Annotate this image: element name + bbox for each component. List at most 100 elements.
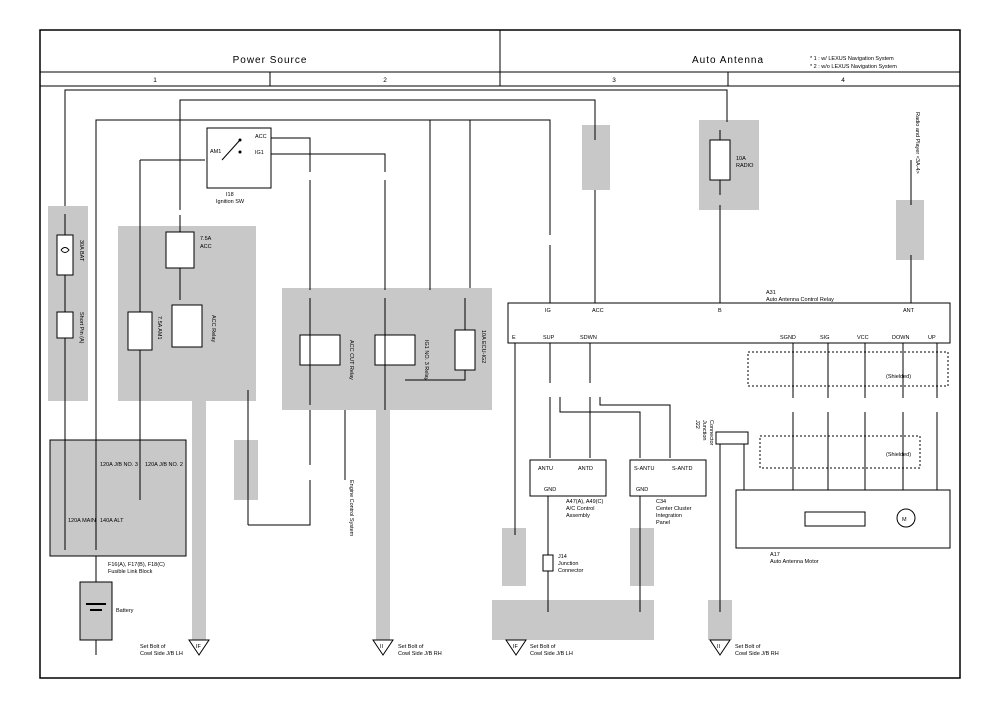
fuse-am1-label: 7.5A AM1 <box>156 316 162 340</box>
c34-name3: Panel <box>656 520 670 526</box>
note-1: * 1 : w/ LEXUS Navigation System <box>810 56 894 62</box>
ground-lh-line2: Cowl Side J/B LH <box>140 651 183 657</box>
fuse-ecu-ig2-label: 10A ECU-IG2 <box>480 330 486 363</box>
a31-pin-sgnd: SGND <box>780 335 796 341</box>
fusible-main: 120A MAIN <box>68 518 96 524</box>
a17-name: Auto Antenna Motor <box>770 559 819 565</box>
antenna-sensor <box>804 511 866 527</box>
jb-box-6b <box>234 440 258 500</box>
ground-if-left <box>188 639 210 656</box>
ig1-relay-label: IG1 NO. 3 Relay <box>423 340 429 381</box>
ignition-sw-name: Ignition SW <box>216 199 245 205</box>
acc-relay-label: ACC Relay <box>210 315 216 342</box>
fusible-block-code: F16(A), F17(B), F18(C) <box>108 562 165 568</box>
pin-acc-sw: ACC <box>255 134 267 140</box>
fuse-radio-value: 10A <box>736 156 746 162</box>
ground-if-right-label: IF <box>513 644 519 650</box>
c34-pin-s-antd: S-ANTD <box>672 466 693 472</box>
ig1-relay <box>374 334 416 366</box>
jb-box-4d <box>582 125 610 190</box>
note-2: * 2 : w/o LEXUS Navigation System <box>810 64 897 70</box>
short-pin <box>56 311 74 339</box>
jb-box-bottom <box>492 600 654 640</box>
a47-pin-antu: ANTU <box>538 466 553 472</box>
ground-rh2-line2: Cowl Side J/B RH <box>735 651 779 657</box>
a31-pin-sig: SIG <box>820 335 829 341</box>
a31-pin-ant: ANT <box>903 308 915 314</box>
j14-name1: Junction <box>558 561 579 567</box>
ground-ii-label: II <box>380 644 384 650</box>
shielded-label-2: (Shielded) <box>886 452 911 458</box>
ground-lh-line1: Set Bolt of <box>140 644 166 650</box>
acc-relay <box>171 304 203 348</box>
a31-pin-e: E <box>512 335 516 341</box>
shielded-upper <box>747 351 949 387</box>
a31-pin-b: B <box>718 308 722 314</box>
ignition-sw-code: I18 <box>226 192 234 198</box>
c34-center-cluster <box>629 459 707 497</box>
fuse-30a-bat <box>56 234 74 276</box>
ground-if-label: IF <box>196 644 202 650</box>
pin-ig1: IG1 <box>255 150 264 156</box>
a47-code: A47(A), A49(C) <box>566 499 603 505</box>
c34-code: C34 <box>656 499 666 505</box>
ground-lh2-line2: Cowl Side J/B LH <box>530 651 573 657</box>
fuse-acc-label: ACC <box>200 244 212 250</box>
auto-antenna-title: Auto Antenna <box>692 55 764 66</box>
a31-pin-sup: SUP <box>543 335 555 341</box>
jb-box-4e <box>896 200 924 260</box>
col-2: 2 <box>383 77 387 84</box>
ground-ii-right <box>709 639 731 656</box>
a47-ac-control <box>529 459 607 497</box>
c34-pin-s-antu: S-ANTU <box>634 466 655 472</box>
fuse-acc-value: 7.5A <box>200 236 212 242</box>
ground-ii-right-label: II <box>717 644 721 650</box>
shielded-lower <box>759 435 921 469</box>
a47-pin-antd: ANTD <box>578 466 593 472</box>
fuse-30a-label: 30A BAT <box>78 240 84 262</box>
j22-name2: Connector <box>708 420 714 446</box>
ground-strip-if <box>192 370 206 640</box>
a31-pin-sdwn: SDWN <box>580 335 597 341</box>
ground-rh-line2: Cowl Side J/B RH <box>398 651 442 657</box>
jb-box-3n <box>630 528 654 586</box>
short-pin-label: Short Pin (A) <box>78 312 84 344</box>
c34-pin-gnd: GND <box>636 487 648 493</box>
a31-control-relay <box>507 302 951 344</box>
a31-code: A31 <box>766 290 776 296</box>
fusible-jb2: 120A J/B NO. 2 <box>145 462 183 468</box>
shielded-label-1: (Shielded) <box>886 374 911 380</box>
ignition-switch <box>206 127 272 189</box>
fusible-link-block <box>49 439 187 557</box>
c34-name2: Integration <box>656 513 682 519</box>
ground-rh-line1: Set Bolt of <box>398 644 424 650</box>
pin-am1: AM1 <box>210 149 221 155</box>
col-3: 3 <box>612 77 616 84</box>
fuse-7-5a-am1 <box>127 311 153 351</box>
a47-pin-gnd: GND <box>544 487 556 493</box>
ground-lh2-line1: Set Bolt of <box>530 644 556 650</box>
j14-code: J14 <box>558 554 567 560</box>
a31-name: Auto Antenna Control Relay <box>766 297 834 303</box>
c34-name1: Center Cluster <box>656 506 692 512</box>
fusible-jb3: 120A J/B NO. 3 <box>100 462 138 468</box>
engine-control-label: Engine Control System <box>348 480 354 537</box>
motor-label: M <box>902 517 907 523</box>
motor-icon <box>896 508 916 528</box>
ground-strip-ii <box>376 410 390 640</box>
battery-label: Battery <box>116 608 134 614</box>
col-4: 4 <box>841 77 845 84</box>
a31-pin-vcc: VCC <box>857 335 869 341</box>
j22-code: J22 <box>694 420 700 429</box>
ground-ii-center <box>372 639 394 656</box>
a47-name1: A/C Control <box>566 506 594 512</box>
a31-pin-down: DOWN <box>892 335 909 341</box>
ground-if-right <box>505 639 527 656</box>
acc-cut-relay <box>299 334 341 366</box>
col-1: 1 <box>153 77 157 84</box>
jb-box-4b <box>502 528 526 586</box>
a47-name2: Assembly <box>566 513 590 519</box>
